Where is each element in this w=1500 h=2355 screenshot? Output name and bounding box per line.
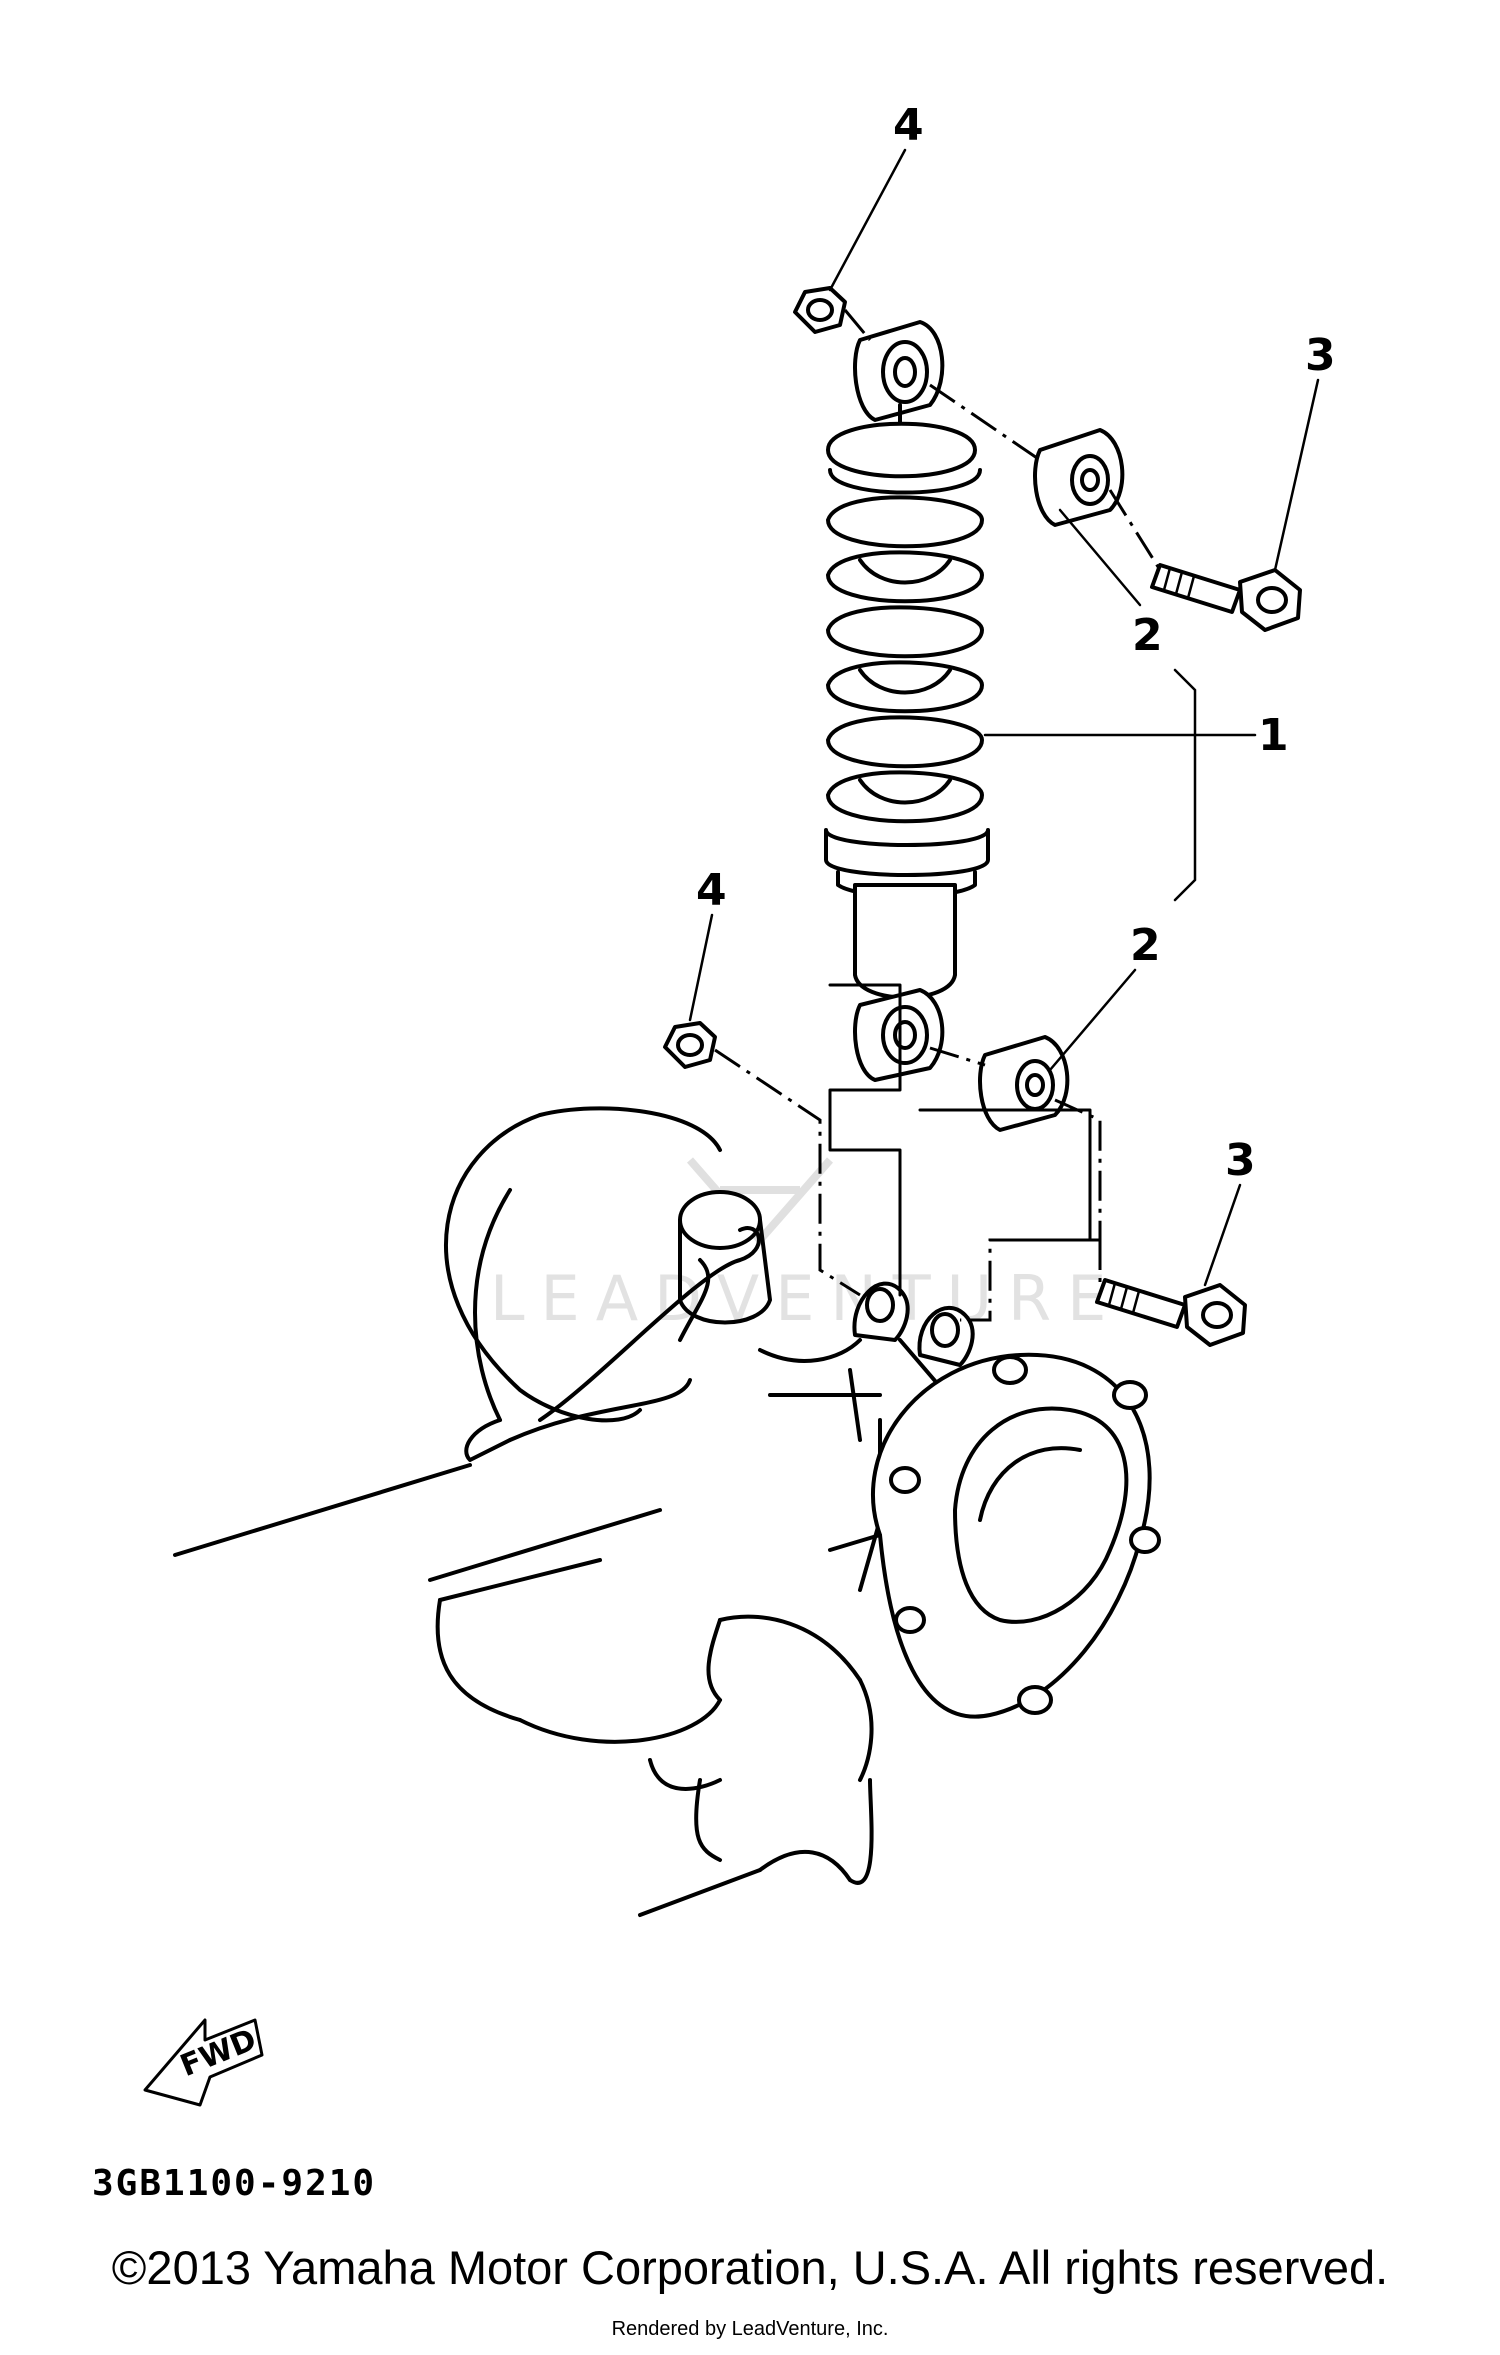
fwd-arrow-icon: FWD: [143, 2018, 264, 2107]
copyright-notice: ©2013 Yamaha Motor Corporation, U.S.A. A…: [111, 2241, 1389, 2294]
shock-absorber: [824, 320, 990, 1082]
callout-bolt-upper: 3: [1305, 330, 1336, 381]
rendered-by-notice: Rendered by LeadVenture, Inc.: [611, 2318, 889, 2340]
nut-lower: [663, 1021, 717, 1069]
callout-shock-absorber: 1: [1258, 710, 1289, 761]
bushing-lower: [978, 1035, 1070, 1132]
callout-bolt-lower: 3: [1225, 1135, 1256, 1186]
callout-leaders: [688, 148, 1320, 1287]
diagram-code: 3GB1100-9210: [92, 2163, 376, 2204]
callout-nut-upper: 4: [893, 100, 924, 151]
callout-nut-lower: 4: [696, 865, 727, 916]
nut-upper: [793, 286, 847, 334]
watermark-text: LEADVENTURE: [490, 1262, 1122, 1335]
bolt-lower: [1095, 1278, 1247, 1347]
wheel-hub: [828, 1352, 1161, 1719]
coil-spring: [826, 468, 984, 824]
callout-bushing-lower: 2: [1130, 920, 1161, 971]
bushing-upper: [1033, 428, 1125, 527]
axle-housing-assembly: [173, 1106, 975, 1917]
assembly-lines: [714, 309, 1162, 1322]
bolt-upper: [1150, 563, 1302, 632]
callout-bushing-upper: 2: [1132, 610, 1163, 661]
